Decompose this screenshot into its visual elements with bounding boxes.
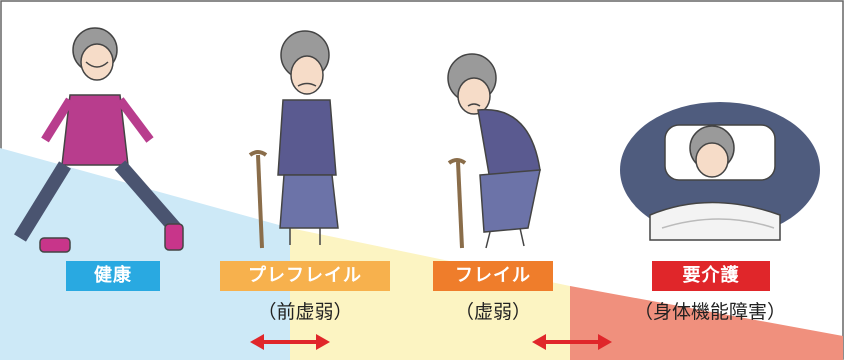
frail-zone xyxy=(570,286,843,360)
healthy-figure xyxy=(14,27,184,253)
healthy-zone xyxy=(0,148,290,360)
label-care-needed-text: 要介護 xyxy=(682,265,740,286)
sub-frail: （虚弱） xyxy=(454,301,531,323)
bidirectional-arrow-1 xyxy=(250,334,330,350)
prefrail-figure xyxy=(248,30,339,249)
frail-figure xyxy=(447,53,541,249)
label-frail-text: フレイル xyxy=(455,265,531,286)
label-care-needed: 要介護 xyxy=(652,261,770,291)
bidirectional-arrow-2 xyxy=(532,334,612,350)
label-prefrail: プレフレイル xyxy=(220,261,390,291)
bedridden-figure xyxy=(620,102,820,241)
label-frail: フレイル xyxy=(433,261,553,291)
label-prefrail-text: プレフレイル xyxy=(248,265,362,286)
label-healthy: 健康 xyxy=(66,261,160,291)
label-healthy-text: 健康 xyxy=(94,265,132,286)
sub-prefrail: （前虚弱） xyxy=(257,301,353,323)
sub-care-needed: （身体機能障害） xyxy=(633,301,786,323)
